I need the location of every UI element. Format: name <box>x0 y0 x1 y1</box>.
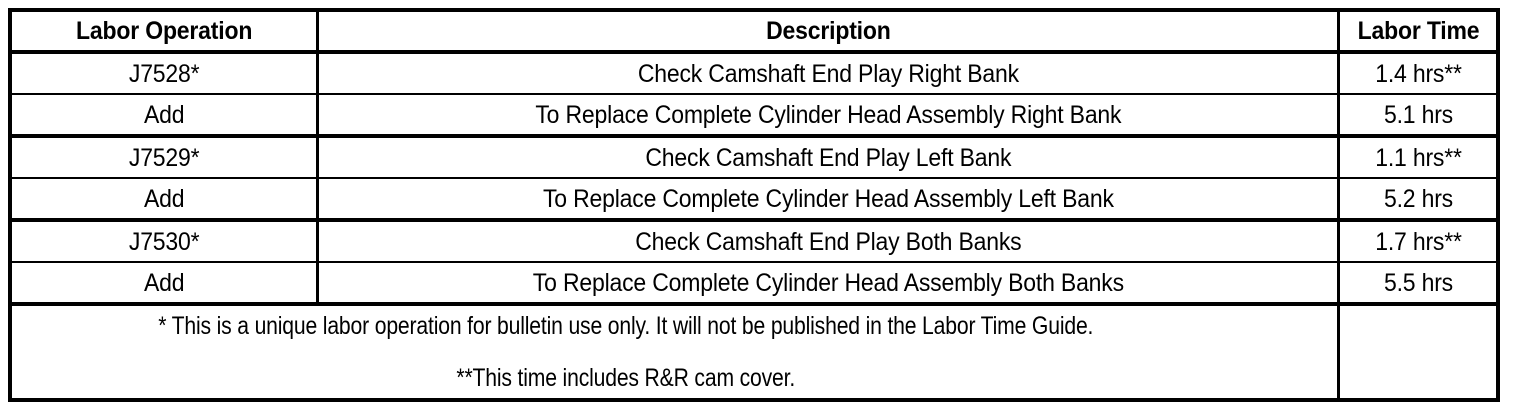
cell-labor-operation: Add <box>22 177 307 220</box>
cell-description: Check Camshaft End Play Both Banks <box>358 218 1300 262</box>
column-header-labor-operation: Labor Operation <box>22 10 307 54</box>
table-row: J7529* Check Camshaft End Play Left Bank… <box>10 134 1498 178</box>
footnote-notes-cell: * This is a unique labor operation for b… <box>63 302 1286 400</box>
table-row: Add To Replace Complete Cylinder Head As… <box>10 93 1498 136</box>
labor-operations-table: Labor Operation Description Labor Time J… <box>8 8 1500 402</box>
cell-description: To Replace Complete Cylinder Head Assemb… <box>358 93 1300 136</box>
cell-labor-time: 5.2 hrs <box>1344 177 1492 220</box>
cell-description: Check Camshaft End Play Left Bank <box>358 134 1300 178</box>
table-row: Add To Replace Complete Cylinder Head As… <box>10 177 1498 220</box>
column-header-description: Description <box>358 10 1300 54</box>
cell-description: Check Camshaft End Play Right Bank <box>358 52 1300 94</box>
cell-labor-operation: J7530* <box>22 218 307 262</box>
column-header-labor-time: Labor Time <box>1344 10 1492 54</box>
cell-labor-operation: Add <box>22 261 307 304</box>
cell-labor-time: 5.5 hrs <box>1344 261 1492 304</box>
footnote-labor-time-cell <box>1343 302 1492 400</box>
cell-labor-operation: J7529* <box>22 134 307 178</box>
cell-labor-time: 1.1 hrs** <box>1344 134 1492 178</box>
footnote-spacer <box>65 339 1284 365</box>
cell-labor-time: 1.7 hrs** <box>1344 218 1492 262</box>
table-row: J7530* Check Camshaft End Play Both Bank… <box>10 218 1498 262</box>
footnote-double-asterisk: **This time includes R&R cam cover. <box>456 364 796 392</box>
cell-description: To Replace Complete Cylinder Head Assemb… <box>358 261 1300 304</box>
cell-labor-time: 1.4 hrs** <box>1374 59 1462 88</box>
cell-labor-operation: Add <box>22 93 307 136</box>
table-footnote-row: * This is a unique labor operation for b… <box>10 302 1498 400</box>
table-header-row: Labor Operation Description Labor Time <box>10 10 1498 54</box>
cell-labor-time: 5.1 hrs <box>1344 93 1492 136</box>
footnote-single-asterisk: * This is a unique labor operation for b… <box>158 311 1094 340</box>
cell-labor-operation: J7528* <box>22 52 307 94</box>
table-row: Add To Replace Complete Cylinder Head As… <box>10 261 1498 304</box>
cell-description: To Replace Complete Cylinder Head Assemb… <box>358 177 1300 220</box>
table-row: J7528* Check Camshaft End Play Right Ban… <box>10 52 1498 94</box>
